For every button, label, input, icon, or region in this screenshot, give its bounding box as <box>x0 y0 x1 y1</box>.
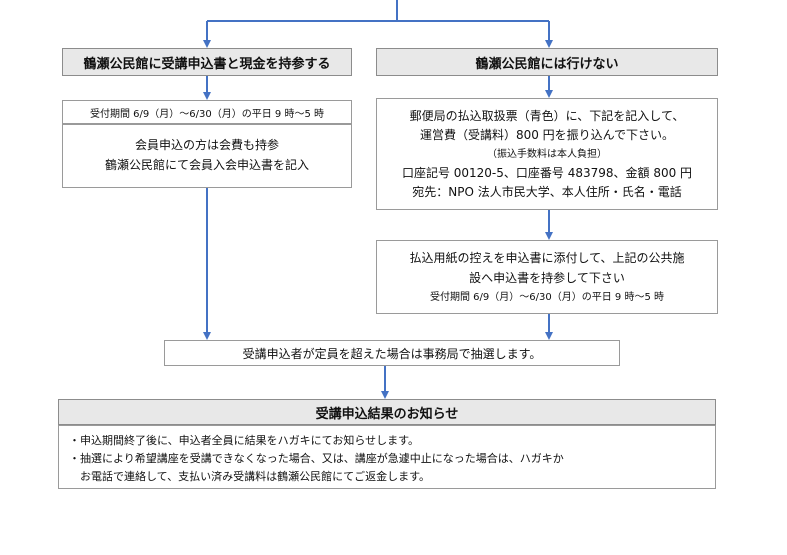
attach-line-1: 払込用紙の控えを申込書に添付して、上記の公共施 <box>409 251 685 265</box>
postal-box: 郵便局の払込取扱票（青色）に、下記を記入して、 運営費（受講料）800 円を振り… <box>376 98 718 210</box>
postal-line-1: 郵便局の払込取扱票（青色）に、下記を記入して、 <box>409 109 685 123</box>
result-bullet-2-cont: お電話で連絡して、支払い済み受講料は鶴瀬公民館にてご返金します。 <box>80 470 431 483</box>
left-info-box: 会員申込の方は会費も持参 鶴瀬公民館にて会員入会申込書を記入 <box>62 124 352 188</box>
attach-line-2: 設へ申込書を持参して下さい <box>469 271 625 285</box>
right-header: 鶴瀬公民館には行けない <box>376 48 718 76</box>
attach-box: 払込用紙の控えを申込書に添付して、上記の公共施 設へ申込書を持参して下さい 受付… <box>376 240 718 314</box>
postal-account-line: 口座記号 00120-5、口座番号 483798、金額 800 円 <box>401 166 693 180</box>
result-bullet-1: ・申込期間終了後に、申込者全員に結果をハガキにてお知らせします。 <box>69 434 420 447</box>
left-header-label: 鶴瀬公民館に受講申込書と現金を持参する <box>83 56 331 72</box>
lottery-box: 受講申込者が定員を超えた場合は事務局で抽選します。 <box>164 340 620 366</box>
left-header: 鶴瀬公民館に受講申込書と現金を持参する <box>62 48 352 76</box>
postal-fee-note: （振込手数料は本人負担） <box>487 149 607 160</box>
attach-period-line: 受付期間 6/9（月）～6/30（月）の平日 9 時～5 時 <box>430 292 664 303</box>
lottery-text: 受講申込者が定員を超えた場合は事務局で抽選します。 <box>242 346 542 361</box>
left-info-line-1: 会員申込の方は会費も持参 <box>134 138 279 152</box>
result-bullet-2: ・抽選により希望講座を受講できなくなった場合、又は、講座が急遽中止になった場合は… <box>69 452 564 465</box>
left-period-box: 受付期間 6/9（月）～6/30（月）の平日 9 時～5 時 <box>62 100 352 124</box>
result-header-label: 受講申込結果のお知らせ <box>315 406 459 422</box>
left-info-line-2: 鶴瀬公民館にて会員入会申込書を記入 <box>104 158 309 172</box>
postal-line-2: 運営費（受講料）800 円を振り込んで下さい。 <box>419 128 675 142</box>
right-header-label: 鶴瀬公民館には行けない <box>475 56 619 72</box>
result-header: 受講申込結果のお知らせ <box>58 399 716 425</box>
postal-payee-line: 宛先：NPO 法人市民大学、本人住所・氏名・電話 <box>412 185 682 199</box>
result-body: ・申込期間終了後に、申込者全員に結果をハガキにてお知らせします。 ・抽選により希… <box>58 425 716 489</box>
left-period-line: 受付期間 6/9（月）～6/30（月）の平日 9 時～5 時 <box>90 108 324 120</box>
